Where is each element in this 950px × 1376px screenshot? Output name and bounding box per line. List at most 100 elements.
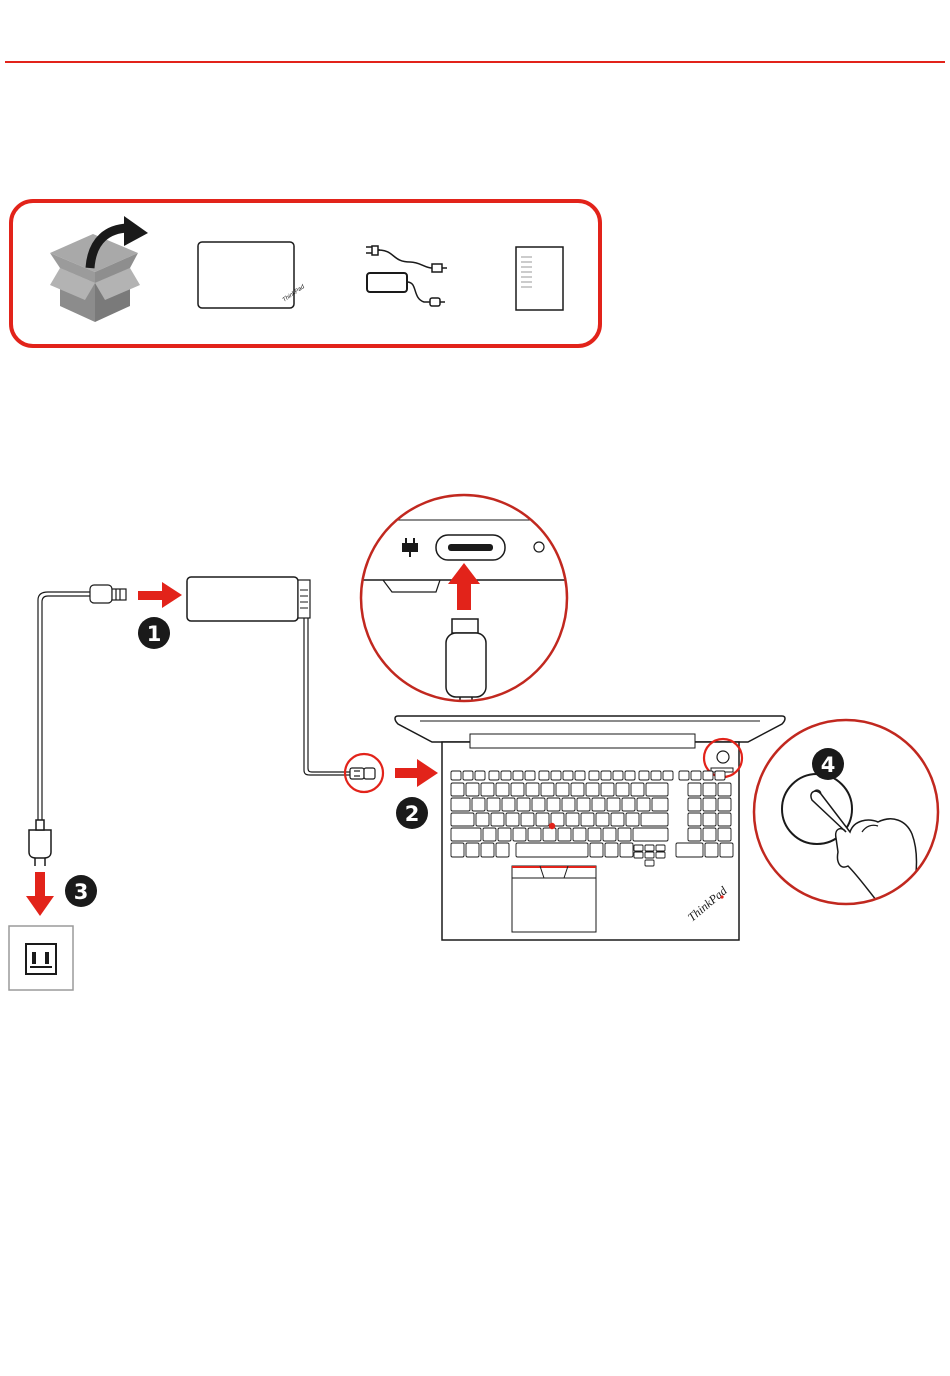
usb-c-connector [350, 768, 375, 779]
keyboard-key [571, 783, 584, 796]
step-badges: 1 2 3 [65, 617, 428, 907]
step-badge-2: 2 [396, 797, 428, 829]
keyboard-key [691, 771, 701, 780]
keyboard-key [703, 771, 713, 780]
keyboard-key [451, 828, 481, 841]
keyboard-key [463, 771, 473, 780]
unboxing-panel: ThinkPad [11, 201, 600, 346]
keyboard-key [566, 813, 579, 826]
keyboard-key [496, 783, 509, 796]
keyboard-key [541, 783, 554, 796]
arrow-key [645, 852, 654, 858]
trackpoint [549, 823, 555, 829]
keyboard-key [715, 771, 725, 780]
keyboard-key [525, 771, 535, 780]
keyboard-key [487, 798, 500, 811]
arrow-key [656, 852, 665, 858]
keyboard-key [506, 813, 519, 826]
keyboard-key [539, 771, 549, 780]
step-badge-4: 4 [812, 748, 844, 780]
documents-icon [516, 247, 563, 310]
laptop: ThinkPad [395, 716, 785, 940]
keyboard-key [573, 828, 586, 841]
keyboard-key [616, 783, 629, 796]
keyboard-key [511, 783, 524, 796]
keyboard-key [498, 828, 511, 841]
keyboard-key [601, 783, 614, 796]
keyboard-key [601, 771, 611, 780]
step-number-2: 2 [405, 802, 420, 826]
keyboard-key [688, 783, 701, 796]
keyboard-key [526, 783, 539, 796]
keyboard-key [481, 843, 494, 857]
keyboard-key [590, 843, 603, 857]
arrow-key [634, 852, 643, 858]
keyboard-key [603, 828, 616, 841]
keyboard-key [451, 798, 470, 811]
power-plug-icon [29, 820, 51, 866]
keyboard-key [476, 813, 489, 826]
step-number-3: 3 [74, 880, 89, 904]
keyboard-key [513, 828, 526, 841]
keyboard-key [688, 828, 701, 841]
keyboard-key [563, 771, 573, 780]
keyboard-key [581, 813, 594, 826]
keyboard-key [637, 798, 650, 811]
keyboard-key [718, 813, 731, 826]
step-badge-3: 3 [65, 875, 97, 907]
keyboard-key [651, 771, 661, 780]
keyboard-key [466, 783, 479, 796]
keyboard-key [496, 843, 509, 857]
ac-adapter [187, 577, 310, 621]
keyboard-key [718, 783, 731, 796]
keyboard-key [586, 783, 599, 796]
keyboard-key [631, 783, 644, 796]
zoom-usb-c-port [360, 495, 570, 710]
keyboard-key [720, 843, 733, 857]
keyboard-key [451, 843, 464, 857]
laptop-closed-icon: ThinkPad [198, 242, 306, 308]
keyboard-key [516, 843, 588, 857]
keyboard-key [646, 783, 668, 796]
keyboard-key [596, 813, 609, 826]
arrow-step-3 [26, 872, 54, 916]
keyboard-key [588, 828, 601, 841]
arrow-key [656, 845, 665, 851]
arrow-key [645, 860, 654, 866]
setup-diagram: 1 2 3 [9, 495, 945, 990]
keyboard-key [513, 771, 523, 780]
keyboard-key [703, 783, 716, 796]
keyboard-key [451, 771, 461, 780]
keyboard-key [547, 798, 560, 811]
keyboard-key [625, 771, 635, 780]
arrow-step-2 [395, 759, 438, 787]
keyboard-key [705, 843, 718, 857]
keyboard-key [517, 798, 530, 811]
keyboard-key [618, 828, 631, 841]
keyboard-key [575, 771, 585, 780]
arrow-key [645, 845, 654, 851]
keyboard-key [622, 798, 635, 811]
keyboard-key [718, 798, 731, 811]
keyboard-key [663, 771, 673, 780]
keyboard-key [556, 783, 569, 796]
keyboard-key [592, 798, 605, 811]
keyboard-key [528, 828, 541, 841]
ac-cord [38, 585, 126, 820]
keyboard-key [489, 771, 499, 780]
keyboard-key [652, 798, 668, 811]
keyboard-key [589, 771, 599, 780]
keyboard-key [620, 843, 633, 857]
arrow-step-1 [138, 582, 182, 608]
keyboard-key [688, 813, 701, 826]
keyboard-key [536, 813, 549, 826]
step-number-1: 1 [147, 622, 162, 646]
keyboard-key [466, 843, 479, 857]
keyboard-key [472, 798, 485, 811]
keyboard-key [641, 813, 668, 826]
keyboard-key [611, 813, 624, 826]
keyboard-key [532, 798, 545, 811]
keyboard-key [481, 783, 494, 796]
keyboard-key [551, 771, 561, 780]
